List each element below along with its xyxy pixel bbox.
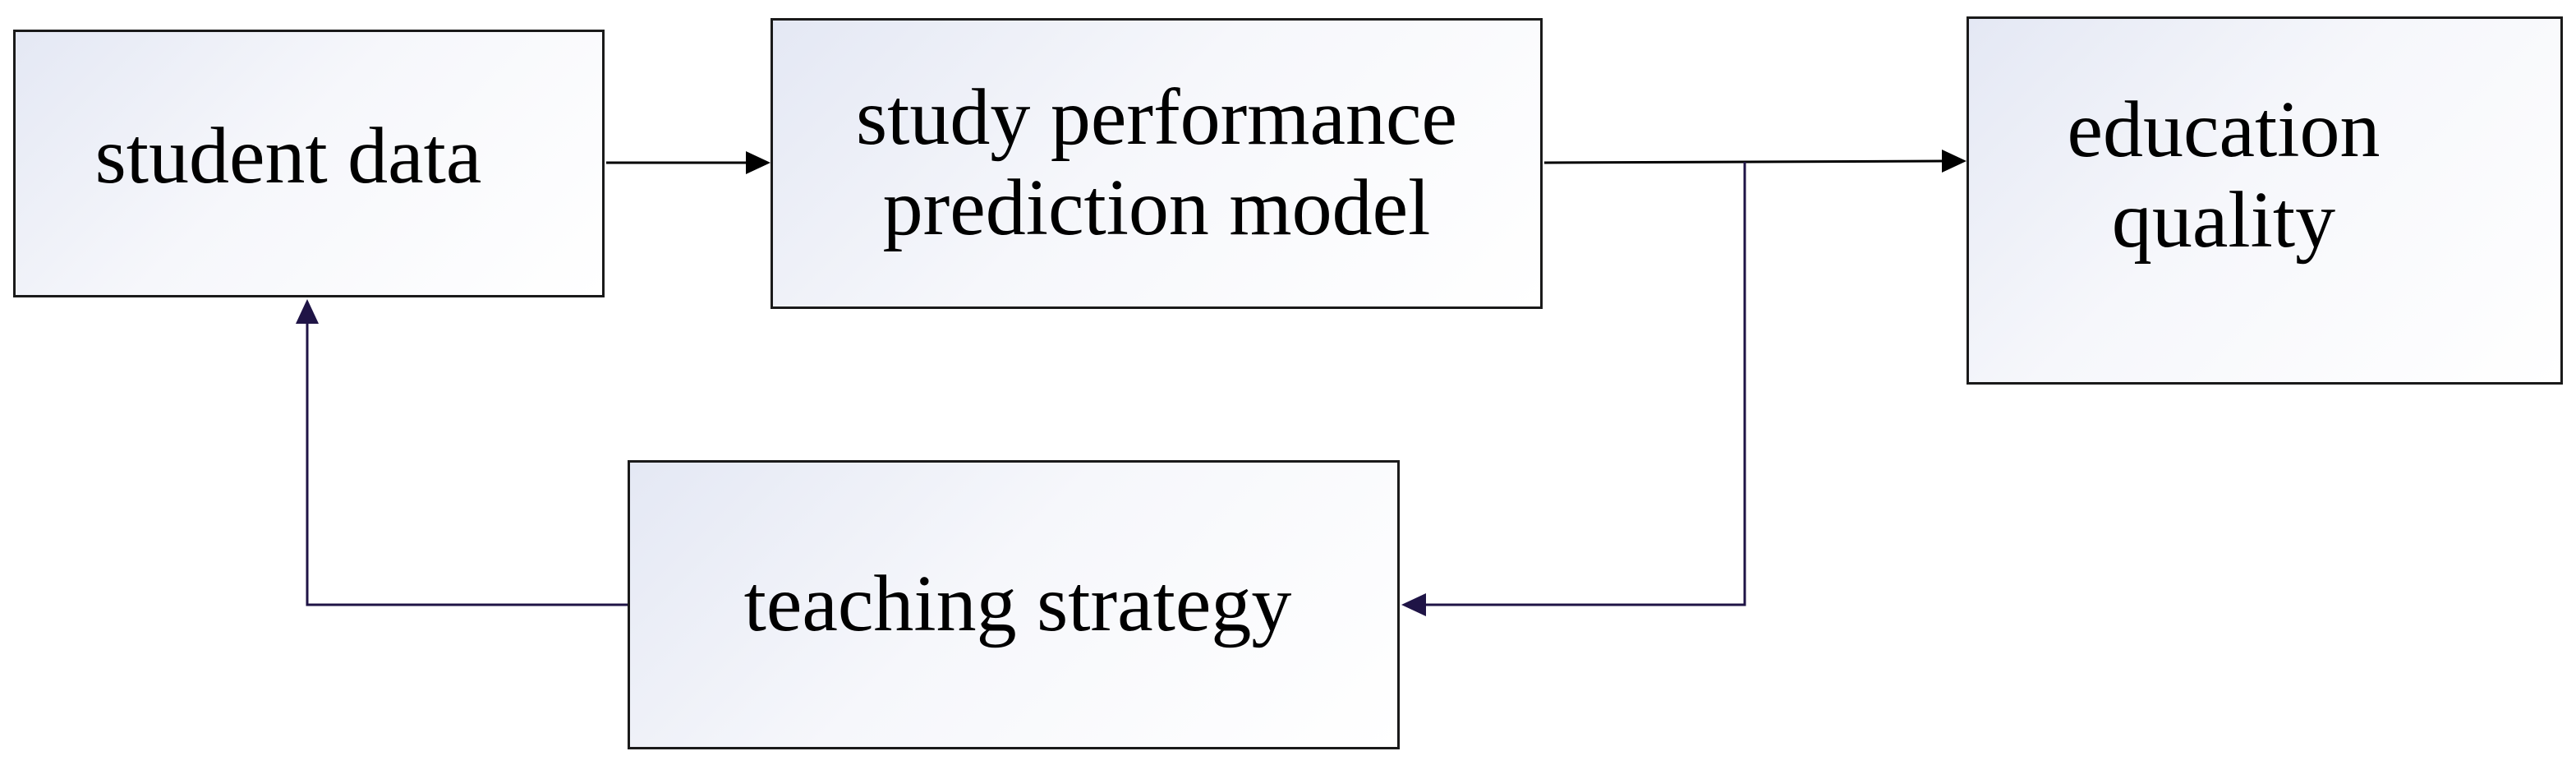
arrowhead-model-to-quality [1942, 150, 1966, 173]
arrow-model-to-quality [1543, 159, 1943, 164]
student-data-label: student data [94, 112, 482, 201]
education-quality-node: education quality [1966, 16, 2563, 385]
prediction-model-label: study performance prediction model [856, 73, 1457, 252]
prediction-model-node: study performance prediction model [770, 18, 1543, 309]
education-quality-label: education quality [2067, 85, 2380, 265]
arrowhead-model-to-teaching [1401, 593, 1426, 616]
arrow-model-to-teaching [1426, 162, 1746, 606]
teaching-strategy-node: teaching strategy [628, 460, 1400, 749]
student-data-node: student data [13, 30, 605, 297]
arrowhead-student-to-model [746, 151, 770, 174]
arrow-teaching-to-student [306, 322, 628, 606]
arrowhead-teaching-to-student [296, 299, 319, 324]
teaching-strategy-label: teaching strategy [743, 560, 1292, 649]
